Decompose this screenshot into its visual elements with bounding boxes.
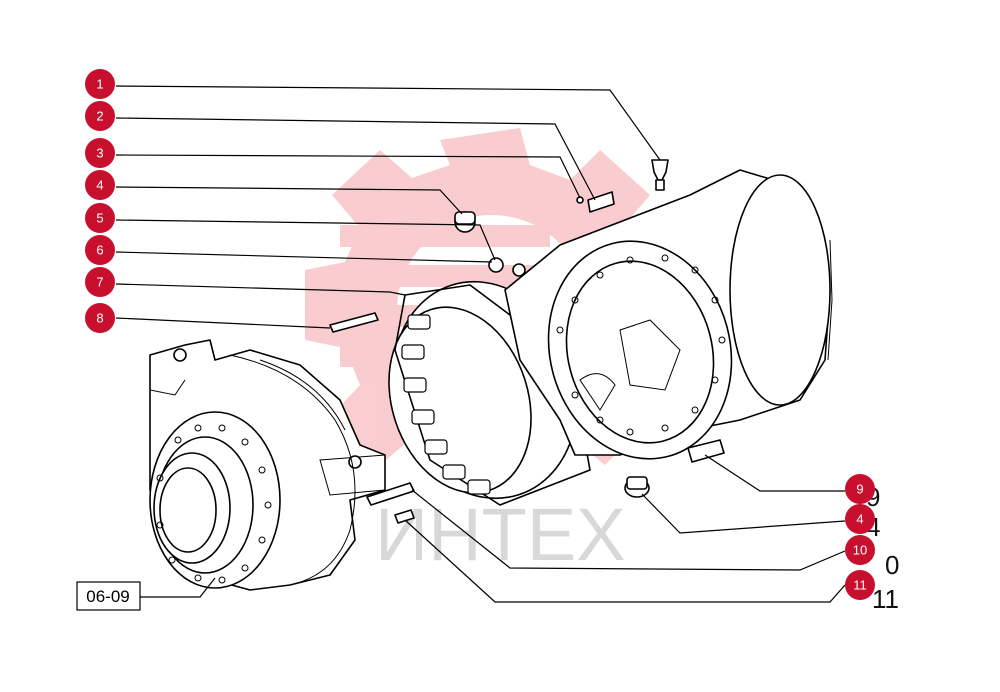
callout-9: 9 [845,474,875,504]
svg-text:6: 6 [96,243,103,258]
leader-lines [115,85,846,603]
callout-7: 7 [85,267,115,297]
svg-text:4: 4 [856,512,863,527]
svg-text:2: 2 [96,109,103,124]
svg-text:9: 9 [856,482,863,497]
svg-text:7: 7 [96,275,103,290]
reference-box: 06-09 [76,581,141,611]
axle-housing [504,169,833,460]
callout-1: 1 [85,69,115,99]
svg-text:1: 1 [96,77,103,92]
callout-11: 11 [845,570,875,600]
callout-4-lower: 4 [845,504,875,534]
small-parts [329,159,725,524]
svg-text:11: 11 [853,578,867,593]
callout-8: 8 [85,303,115,333]
watermark-text: ИНТЕХ [375,493,626,576]
ghost-number-11: 11 [872,584,899,614]
svg-text:4: 4 [96,178,103,193]
ghost-number-10: 0 [885,550,899,580]
reference-label: 06-09 [86,587,129,606]
wheel-hub [149,339,386,591]
callout-10: 10 [845,535,875,565]
callout-6: 6 [85,235,115,265]
svg-text:3: 3 [96,146,103,161]
svg-text:10: 10 [853,543,867,558]
callout-2: 2 [85,101,115,131]
callout-4: 4 [85,170,115,200]
svg-text:5: 5 [96,211,103,226]
svg-text:8: 8 [96,311,103,326]
callout-5: 5 [85,203,115,233]
callout-3: 3 [85,138,115,168]
